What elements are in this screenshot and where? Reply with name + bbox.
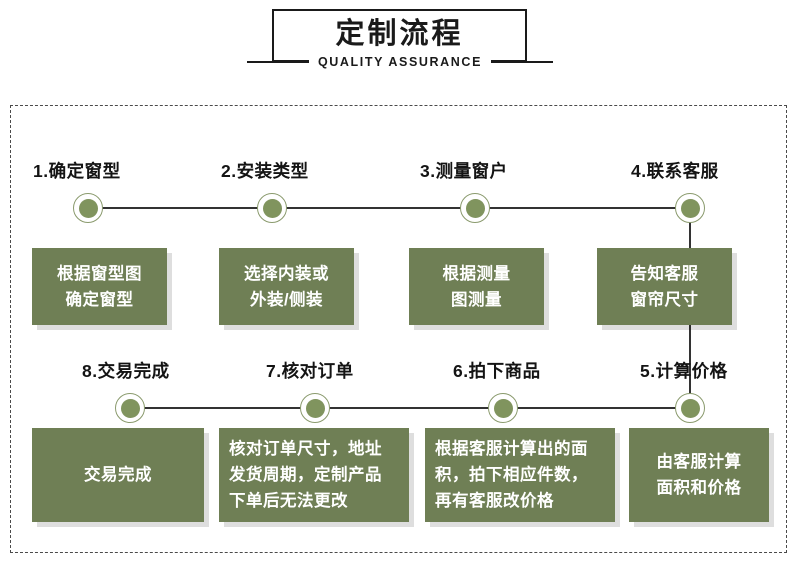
step-box-3-text: 根据测量 图测量 — [442, 264, 511, 309]
connector-row1 — [88, 207, 692, 209]
step-box-5[interactable]: 由客服计算 面积和价格 — [629, 428, 769, 522]
node-step-5[interactable] — [675, 393, 705, 423]
step-box-7[interactable]: 核对订单尺寸，地址 发货周期，定制产品 下单后无法更改 — [219, 428, 409, 522]
step-label-1: 1.确定窗型 — [33, 161, 121, 181]
node-step-1[interactable] — [73, 193, 103, 223]
step-label-5: 5.计算价格 — [640, 361, 728, 381]
node-step-4[interactable] — [675, 193, 705, 223]
step-label-7: 7.核对订单 — [266, 361, 354, 381]
page-title: 定制流程 — [335, 18, 464, 50]
diagram-frame — [10, 105, 787, 553]
step-box-2-text: 选择内装或 外装/侧装 — [244, 264, 329, 309]
step-box-1[interactable]: 根据窗型图 确定窗型 — [32, 248, 167, 325]
subtitle-rule-right — [491, 61, 554, 63]
node-step-2[interactable] — [257, 193, 287, 223]
page-subtitle: QUALITY ASSURANCE — [308, 55, 492, 69]
node-step-7[interactable] — [300, 393, 330, 423]
step-box-3[interactable]: 根据测量 图测量 — [409, 248, 544, 325]
connector-row2 — [130, 407, 691, 409]
step-box-5-text: 由客服计算 面积和价格 — [656, 453, 742, 497]
step-box-2[interactable]: 选择内装或 外装/侧装 — [219, 248, 354, 325]
step-box-8[interactable]: 交易完成 — [32, 428, 204, 522]
step-box-8-text: 交易完成 — [84, 466, 152, 484]
step-label-8: 8.交易完成 — [82, 361, 170, 381]
node-step-3[interactable] — [460, 193, 490, 223]
subtitle-band: QUALITY ASSURANCE — [246, 50, 554, 74]
step-label-2: 2.安装类型 — [221, 161, 309, 181]
step-label-6: 6.拍下商品 — [453, 361, 541, 381]
subtitle-rule-left — [246, 61, 309, 63]
node-step-6[interactable] — [488, 393, 518, 423]
step-box-7-text: 核对订单尺寸，地址 发货周期，定制产品 下单后无法更改 — [229, 440, 382, 510]
step-label-4: 4.联系客服 — [631, 161, 719, 181]
step-box-4[interactable]: 告知客服 窗帘尺寸 — [597, 248, 732, 325]
step-box-6[interactable]: 根据客服计算出的面 积，拍下相应件数， 再有客服改价格 — [425, 428, 615, 522]
step-box-1-text: 根据窗型图 确定窗型 — [57, 264, 142, 309]
step-box-6-text: 根据客服计算出的面 积，拍下相应件数， 再有客服改价格 — [435, 440, 588, 510]
node-step-8[interactable] — [115, 393, 145, 423]
step-box-4-text: 告知客服 窗帘尺寸 — [630, 264, 699, 309]
step-label-3: 3.测量窗户 — [420, 161, 508, 181]
